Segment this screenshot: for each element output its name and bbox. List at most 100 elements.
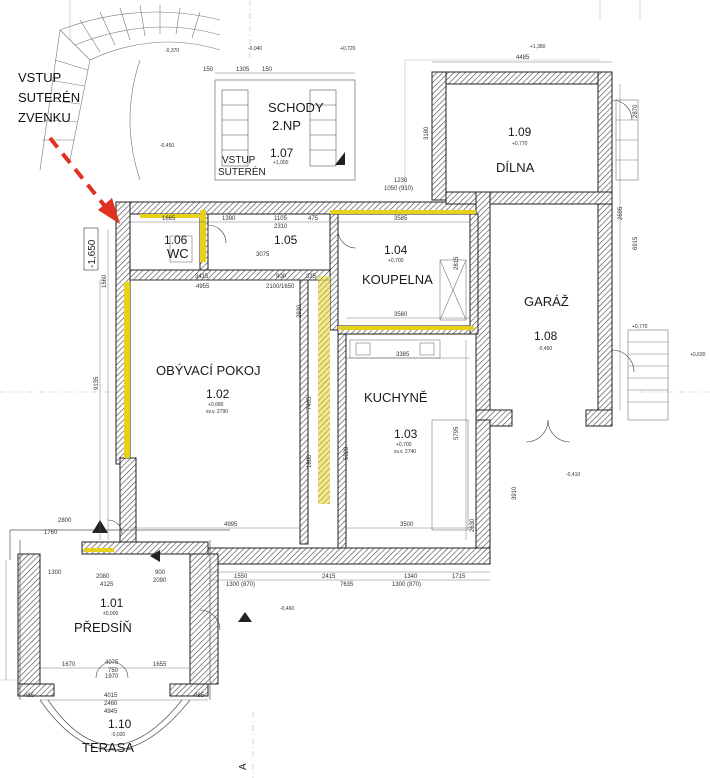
- room-101-name: PŘEDSÍŇ: [74, 620, 132, 635]
- level-8: +0,630: [690, 352, 706, 358]
- outer-curved-stairs: [39, 4, 221, 181]
- dim-19: 3500: [400, 522, 414, 528]
- entrance-label-2: SUTERÉN: [18, 90, 80, 105]
- dim-50: 5795: [454, 426, 460, 440]
- dim-25: 900: [155, 570, 166, 576]
- dim-6: 1390: [222, 216, 236, 222]
- section-a-label: A: [238, 763, 249, 770]
- dim-38: 1970: [105, 674, 119, 680]
- dim-14: 4955: [196, 284, 210, 290]
- yellow-highlights: [84, 210, 476, 552]
- dim-31: 1300 (870): [392, 582, 421, 588]
- dim-37: 4075: [105, 660, 119, 666]
- room-110-name: TERASA: [82, 740, 134, 755]
- dim-21: 1760: [44, 530, 58, 536]
- dim-42: 465: [24, 693, 35, 699]
- dim-5: 1665: [162, 216, 176, 222]
- room-103-extra: sv.v. 2740: [394, 449, 416, 455]
- level-2: -0,370: [165, 48, 179, 54]
- room-107-name3: VSTUP: [222, 155, 256, 166]
- terrace-outline: [9, 529, 230, 751]
- dim-3: 150: [203, 67, 214, 73]
- dim-20: 2800: [58, 518, 72, 524]
- dim-54: 6915: [633, 236, 639, 250]
- dim-9: 475: [308, 216, 319, 222]
- dimension-lines: [5, 61, 621, 701]
- room-107-name2: 2.NP: [272, 118, 301, 133]
- dim-2: 1305: [236, 67, 250, 73]
- dim-55: 2870: [633, 104, 639, 118]
- room-103-elev: +0,700: [396, 442, 412, 448]
- right-steps: [615, 99, 669, 421]
- room-104-elev: +0,700: [388, 258, 404, 264]
- room-107-elev: +1,000: [273, 160, 289, 166]
- level-6: -0,450: [160, 143, 174, 149]
- level-4: +0,720: [340, 46, 356, 52]
- dim-13: 335: [306, 274, 317, 280]
- room-104-number: 1.04: [384, 243, 408, 257]
- level-1: -1,650: [87, 239, 98, 268]
- dim-33: 7635: [340, 582, 354, 588]
- entrance-label-3: ZVENKU: [18, 110, 71, 125]
- room-106-number: 1.06: [164, 233, 188, 247]
- dim-10: 3585: [394, 216, 408, 222]
- dim-18: 4995: [224, 522, 238, 528]
- dim-32: 1715: [452, 574, 466, 580]
- room-109-name: DÍLNA: [496, 160, 535, 175]
- room-102-name: OBÝVACÍ POKOJ: [156, 363, 261, 378]
- room-102-extra: sv.v. 2790: [206, 409, 228, 415]
- dim-40: 2460: [104, 701, 118, 707]
- dim-39: 4015: [104, 693, 118, 699]
- dim-22: 1300: [48, 570, 62, 576]
- stairs-107: [214, 79, 356, 181]
- hatch-overlay: [318, 276, 330, 504]
- level-9: -0,410: [566, 472, 580, 478]
- dim-30: 1340: [404, 574, 418, 580]
- room-110-number: 1.10: [108, 717, 132, 731]
- dim-51: 5020: [344, 446, 350, 460]
- dim-59: 7405: [307, 396, 313, 410]
- dim-49: 9135: [94, 376, 100, 390]
- entrance-label-1: VSTUP: [18, 70, 61, 85]
- dimension-texts: 4485 1305 150 150 1665 1390 1105 2310 47…: [24, 55, 639, 715]
- dim-58: 2630: [470, 518, 476, 532]
- dim-8: 2310: [274, 224, 288, 230]
- dim-47: 2930: [297, 304, 303, 318]
- room-103-number: 1.03: [394, 427, 418, 441]
- dim-36: 1655: [153, 662, 167, 668]
- dim-1: 4485: [516, 55, 530, 61]
- dim-24: 4125: [100, 582, 114, 588]
- room-101-elev: ±0,000: [103, 611, 118, 617]
- dim-4: 150: [262, 67, 273, 73]
- level-10: -0,460: [280, 606, 294, 612]
- level-5: +1,380: [530, 44, 546, 50]
- dim-57: 2815: [454, 256, 460, 270]
- room-101-number: 1.01: [100, 596, 124, 610]
- room-105-number: 1.05: [274, 233, 298, 247]
- dim-15: 2100/1650: [266, 284, 295, 290]
- room-109-elev: +0,770: [512, 141, 528, 147]
- entrance-arrow: [48, 136, 120, 224]
- dim-35: 750: [108, 668, 119, 674]
- dim-56: 3180: [424, 126, 430, 140]
- room-107-number: 1.07: [270, 146, 294, 160]
- level-7: +0,770: [632, 324, 648, 330]
- room-108-elev: -0,450: [538, 346, 552, 352]
- dim-41: 4945: [104, 709, 118, 715]
- dim-26: 2090: [153, 578, 167, 584]
- dim-7: 1105: [274, 216, 288, 222]
- dim-60: 1860: [307, 454, 313, 468]
- room-102-elev: +0,680: [208, 402, 224, 408]
- dim-43: 465: [194, 693, 205, 699]
- room-109-number: 1.09: [508, 125, 532, 139]
- level-markers: -1,650 -0,370 -0,040 +0,720 +1,380 -0,45…: [83, 44, 706, 612]
- dim-52: 3910: [512, 486, 518, 500]
- dim-12: 900: [276, 274, 287, 280]
- dim-23: 2080: [96, 574, 110, 580]
- dim-44: 3075: [256, 252, 270, 258]
- dim-17: 3385: [396, 352, 410, 358]
- dim-53: 2695: [618, 206, 624, 220]
- dim-46: 1050 (910): [384, 186, 413, 192]
- room-102-number: 1.02: [206, 387, 230, 401]
